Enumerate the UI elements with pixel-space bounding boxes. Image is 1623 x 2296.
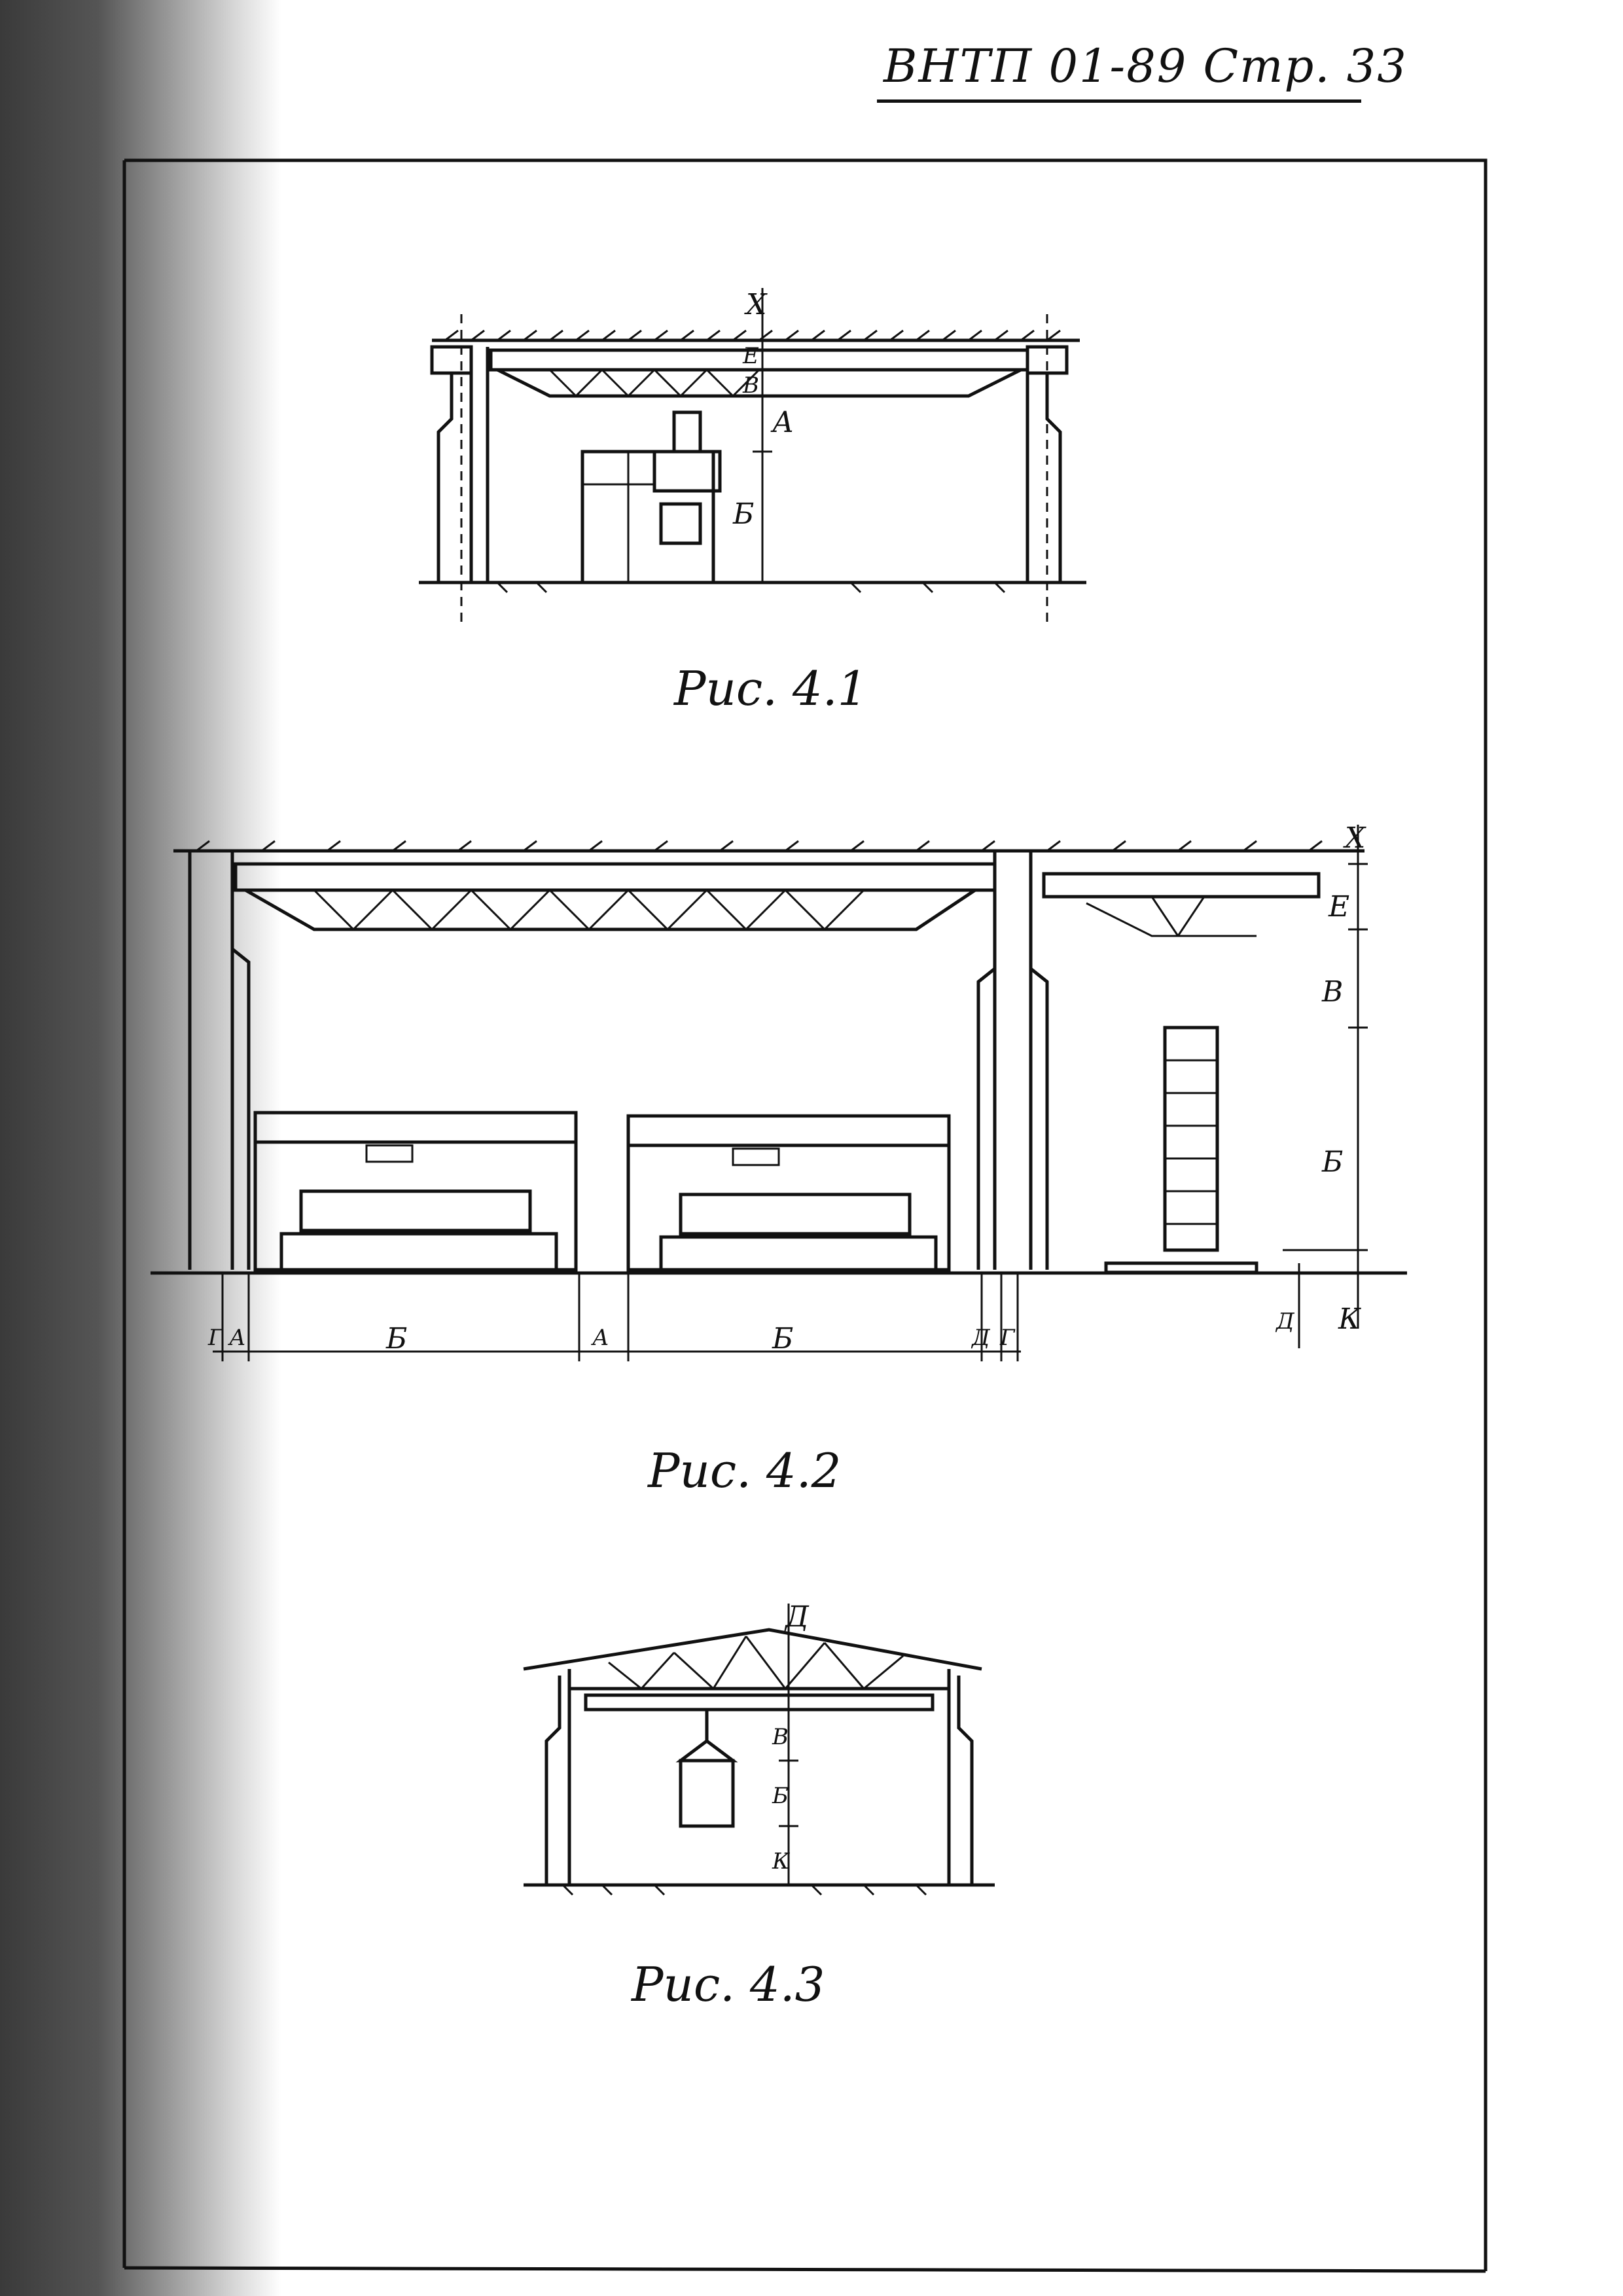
figure-4-2-caption: Рис. 4.2 [648, 1443, 842, 1498]
figure-4-1-caption: Рис. 4.1 [674, 661, 868, 716]
fig1-truss-web [548, 368, 760, 397]
fig2-dim-k: К [1338, 1302, 1361, 1336]
figure-4-3-caption: Рис. 4.3 [632, 1957, 825, 2012]
fig2-dim-bottom-a2: А [591, 1325, 609, 1351]
fig2-dim-e: Е [1328, 890, 1349, 924]
fig3-truss-web [608, 1636, 904, 1690]
fig1-dim-b: Б [732, 497, 754, 531]
fig1-dim-v: В [742, 372, 759, 399]
fig1-floor-hatching [496, 581, 1006, 594]
scan-shadow-edge [0, 0, 281, 2296]
fig3-dim-v: В [772, 1724, 789, 1750]
fig2-furnace-right [626, 1114, 951, 1272]
figure-4-3-drawing: Д В Б К [523, 1600, 995, 1896]
document-reference: ВНТП 01-89 Стр. 33 [883, 39, 1408, 93]
fig2-dim-bottom-d: Д [971, 1325, 991, 1351]
fig2-dim-bottom-b1: Б [385, 1322, 407, 1355]
fig1-dim-x: Х [744, 288, 768, 321]
fig1-machine-body [580, 450, 715, 584]
figure-4-2-drawing: Х Е В Б Д К Г А Б А Б Д Г [151, 821, 1407, 1361]
fig2-roof-hatching [196, 840, 1323, 852]
page-frame [122, 158, 1488, 2273]
fig1-dim-a: А [770, 406, 794, 439]
figure-4-1-drawing: Х Е В А Б [419, 288, 1086, 622]
fig2-stacked-load [1163, 1026, 1219, 1252]
fig2-dim-bottom-b2: Б [772, 1322, 793, 1355]
fig2-dim-x: Х [1343, 821, 1366, 855]
fig3-dim-d: Д [784, 1600, 810, 1634]
fig2-furnace-left [253, 1111, 578, 1272]
fig3-floor-hatching [562, 1884, 927, 1896]
fig2-dim-v: В [1321, 975, 1343, 1009]
fig3-dim-b: Б [772, 1783, 789, 1809]
fig2-dim-d: Д [1275, 1308, 1295, 1335]
fig2-dim-bottom-g2: Г [999, 1325, 1016, 1351]
fig1-roof-hatching [444, 329, 1061, 342]
fig3-dim-k: К [772, 1848, 791, 1874]
header-underline [877, 99, 1361, 103]
fig1-dim-e: Е [742, 343, 759, 369]
fig2-dim-bottom-a1: А [228, 1325, 246, 1351]
fig2-dim-b: Б [1321, 1145, 1343, 1179]
fig2-truss-web-left [313, 889, 865, 931]
fig2-dim-bottom-g1: Г [207, 1325, 224, 1351]
fig3-suspended-load [679, 1759, 735, 1828]
